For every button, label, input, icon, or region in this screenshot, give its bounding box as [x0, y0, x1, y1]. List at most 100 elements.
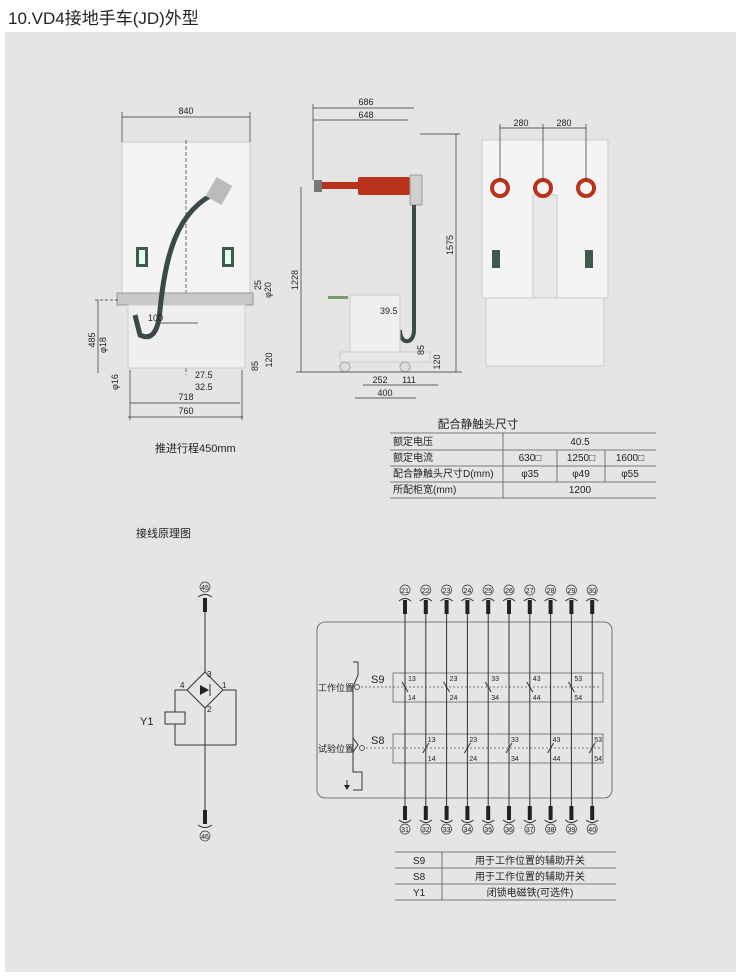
terminal-arc	[440, 598, 453, 602]
terminal-circle	[441, 584, 452, 596]
terminal-top: 21	[401, 588, 409, 595]
terminal-plug	[423, 806, 428, 820]
dim-280-left: 280	[513, 118, 528, 128]
terminal-circle	[441, 823, 452, 835]
terminal-arc	[585, 819, 599, 823]
s8-contact	[422, 742, 430, 754]
terminal-bottom: 32	[422, 827, 430, 834]
dim-485: 485	[87, 332, 97, 347]
cell: 40.5	[570, 437, 590, 448]
terminal-top: 24	[464, 588, 472, 595]
terminal-circle	[420, 823, 432, 835]
s8-pin-top: 53	[594, 737, 602, 744]
dim-648: 648	[358, 110, 373, 120]
front-view: 840 485 φ18 φ16 25 φ20 100 27.5 32.5 85 …	[87, 106, 274, 455]
cell: 1200	[569, 485, 592, 496]
cell: 1600□	[616, 453, 644, 464]
s9-label: S9	[371, 674, 384, 686]
stroke-note: 推进行程450mm	[155, 441, 236, 455]
terminal-plug	[569, 600, 574, 614]
dim-280-right: 280	[556, 118, 571, 128]
row-label: 所配柜宽(mm)	[393, 483, 456, 496]
terminal-circle	[545, 584, 556, 596]
s8-contact	[547, 742, 555, 754]
dim-1575: 1575	[445, 235, 455, 255]
legend-code: S8	[413, 872, 426, 883]
terminal-circle	[566, 823, 577, 835]
pin-2: 2	[207, 705, 212, 714]
schematic-right: S9 S8 工作位置 试验位置 213122322333243425352636…	[316, 584, 613, 835]
terminal-plug	[486, 600, 491, 614]
terminal-plug	[527, 806, 532, 820]
row-label: 额定电压	[393, 435, 433, 448]
s9-pin-top: 13	[408, 676, 416, 683]
s9-contact	[526, 681, 534, 693]
terminal-bottom: 36	[505, 827, 513, 834]
dim-120: 120	[264, 352, 274, 367]
s8-label: S8	[371, 735, 384, 747]
terminal-arc	[565, 598, 578, 602]
terminal-plug	[569, 806, 574, 820]
pin-1: 1	[222, 681, 227, 690]
terminal-top: 28	[547, 588, 555, 595]
schematic-left: 45 3 4 1 2 Y1 46	[140, 581, 237, 842]
rear-view: 280 280	[481, 118, 609, 367]
dim-1228: 1228	[290, 270, 300, 290]
terminal-plug	[548, 600, 553, 614]
wiring-title: 接线原理图	[136, 526, 191, 540]
terminal-bottom: 31	[401, 827, 409, 834]
s9-pin-top: 53	[574, 676, 582, 683]
dim-718: 718	[178, 392, 193, 402]
s9-pin-top: 33	[491, 676, 499, 683]
cell: φ49	[572, 469, 590, 480]
cell: 1250□	[567, 453, 595, 464]
dim-760: 760	[178, 406, 193, 416]
terminal-arc	[523, 819, 537, 823]
cell: 630□	[519, 453, 542, 464]
terminal-46: 46	[201, 834, 209, 841]
terminal-plug	[590, 806, 595, 820]
terminal-circle	[462, 823, 473, 835]
terminal-circle	[399, 823, 411, 835]
coil-label-y1: Y1	[140, 716, 153, 728]
s8-pin-bottom: 14	[428, 756, 436, 763]
cell: φ35	[521, 469, 539, 480]
row-label: 配合静触头尺寸D(mm)	[393, 467, 494, 480]
terminal-plug	[403, 600, 407, 614]
terminal-arc	[544, 598, 557, 602]
terminal-arc	[398, 598, 412, 602]
terminal-circle	[420, 584, 432, 596]
terminal-circle	[524, 584, 536, 596]
s9-contact	[484, 681, 492, 693]
terminal-arc	[461, 598, 474, 602]
terminal-circle	[545, 823, 556, 835]
legend-table: S9 用于工作位置的辅助开关 S8 用于工作位置的辅助开关 Y1 闭锁电磁铁(可…	[395, 851, 616, 901]
terminal-bottom: 39	[568, 827, 576, 834]
terminal-arc	[481, 819, 495, 823]
dim-252: 252	[372, 375, 387, 385]
terminal-plug	[486, 806, 491, 820]
legend-code: S9	[413, 856, 426, 867]
contact-table: 配合静触头尺寸 额定电压 40.5 额定电流 630□ 1250□ 1600□ …	[390, 417, 656, 499]
dim-85: 85	[416, 345, 426, 355]
s9-contact	[401, 681, 409, 693]
side-view: 686 648 1575 1228 39.5 85 120 252 111 40…	[290, 97, 462, 399]
s8-pin-top: 33	[511, 737, 519, 744]
terminal-plug	[444, 600, 449, 614]
terminal-bottom: 35	[484, 827, 492, 834]
s9-contact	[567, 681, 575, 693]
s8-pin-top: 13	[428, 737, 436, 744]
s9-pin-bottom: 14	[408, 695, 416, 702]
s8-contact	[588, 742, 596, 754]
terminal-bottom: 37	[526, 827, 534, 834]
legend-code: Y1	[413, 888, 426, 899]
dim-39-5: 39.5	[380, 306, 398, 316]
terminal-arc	[398, 819, 412, 823]
terminal-plug	[548, 806, 553, 820]
terminal-bottom: 33	[443, 827, 451, 834]
terminal-plug	[507, 806, 511, 820]
terminal-circle	[586, 823, 598, 835]
terminal-plug	[507, 600, 511, 614]
terminal-arc	[565, 819, 578, 823]
